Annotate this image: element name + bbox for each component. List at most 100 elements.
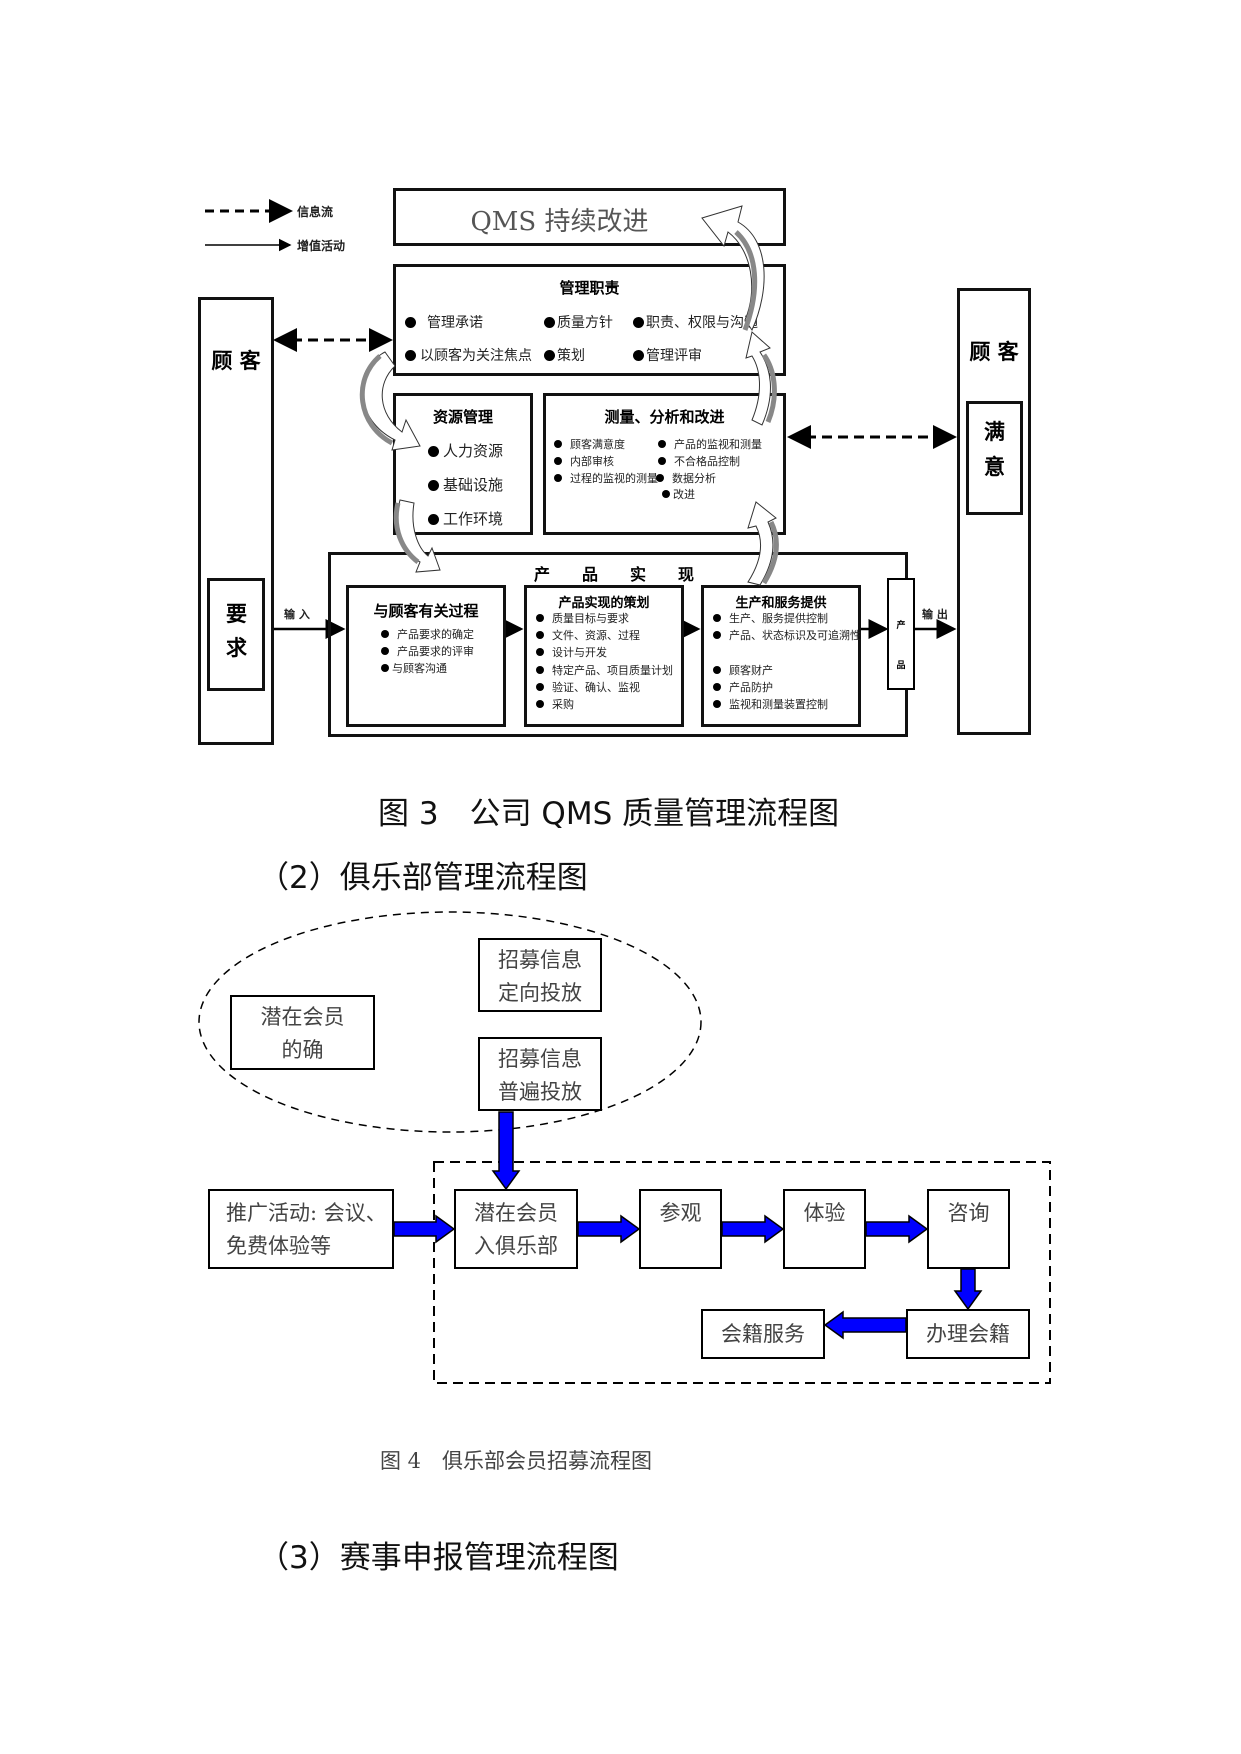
production-item: 监视和测量装置控制 [713, 696, 828, 712]
management-item: 管理评审 [633, 345, 702, 365]
curved-arrow-icon [701, 205, 765, 332]
potential-member-identify-box: 潜在会员 的确 [230, 995, 375, 1070]
bullet-icon [658, 457, 666, 465]
management-title: 管理职责 [559, 279, 620, 297]
customer-right-box: 顾 客 满意 [957, 288, 1031, 735]
production-item: 顾客财产 [713, 662, 773, 678]
production-item: 产品、状态标识及可追溯性 [713, 627, 867, 644]
arrow-visit-to-experience [721, 1214, 785, 1244]
measurement-item: 产品的监视和测量 [658, 436, 762, 452]
planning-item: 验证、确认、监视 [536, 679, 640, 695]
bullet-icon [536, 666, 544, 674]
production-box: 生产和服务提供 生产、服务提供控制 产品、状态标识及可追溯性 顾客财产 产品防护… [701, 585, 861, 727]
resource-item: 工作环境 [428, 508, 503, 529]
bullet-icon [428, 446, 439, 457]
bullet-icon [536, 700, 544, 708]
figure-4-caption: 图 4 俱乐部会员招募流程图 [380, 1449, 653, 1473]
curved-arrow-icon [747, 501, 779, 586]
customer-right-label: 顾 客 [969, 339, 1019, 364]
bullet-icon [381, 630, 389, 638]
promotion-box: 推广活动: 会议、 免费体验等 [208, 1189, 394, 1269]
bullet-icon [633, 350, 644, 361]
management-item: 策划 [544, 345, 585, 365]
qms-improvement-title: QMS 持续改进 [470, 207, 649, 237]
bullet-icon [713, 614, 721, 622]
product-realization-title: 产 品 实 现 [533, 565, 702, 584]
measurement-item: 顾客满意度 [554, 436, 625, 452]
input-label: 输 入 [284, 608, 310, 621]
bullet-icon [428, 480, 439, 491]
measurement-item: 过程的监视的测量 [554, 470, 658, 486]
satisfaction-label: 满意 [984, 419, 1005, 479]
resource-management-box: 资源管理 人力资源 基础设施 工作环境 [393, 393, 533, 535]
customer-process-item: 与顾客沟通 [381, 660, 447, 676]
bullet-icon [544, 350, 555, 361]
planning-item: 采购 [536, 696, 574, 712]
curved-arrow-icon [359, 351, 421, 451]
management-item: 质量方针 [544, 312, 613, 332]
satisfaction-box: 满意 [966, 401, 1023, 515]
customer-process-item: 产品要求的确定 [381, 626, 474, 642]
bullet-icon [656, 474, 664, 482]
arrow-register-to-service [823, 1310, 907, 1340]
recruitment-ellipse [198, 911, 702, 1133]
measurement-item: 不合格品控制 [658, 453, 740, 469]
production-item: 生产、服务提供控制 [713, 610, 828, 626]
bullet-icon [536, 648, 544, 656]
bullet-icon [381, 664, 389, 672]
bullet-icon [662, 490, 670, 498]
join-club-box: 潜在会员 入俱乐部 [454, 1189, 578, 1269]
bullet-icon [713, 700, 721, 708]
bullet-icon [713, 683, 721, 691]
customer-left-label: 顾 客 [211, 348, 261, 373]
planning-item: 文件、资源、过程 [536, 627, 640, 643]
section-heading-3: （3）赛事申报管理流程图 [258, 1540, 619, 1576]
measurement-title: 测量、分析和改进 [604, 408, 725, 426]
customer-process-title: 与顾客有关过程 [373, 602, 479, 620]
measurement-box: 测量、分析和改进 顾客满意度 产品的监视和测量 内部审核 不合格品控制 过程的监… [543, 393, 786, 535]
arrow-experience-to-consult [865, 1214, 929, 1244]
bullet-icon [554, 440, 562, 448]
arrow-recruit-to-join [491, 1111, 521, 1191]
legend-value-activity-label: 增值活动 [297, 239, 346, 253]
customer-process-item: 产品要求的评审 [381, 643, 474, 659]
bullet-icon [633, 317, 644, 328]
requirement-box: 要求 [207, 578, 265, 691]
club-process-dashed-frame [433, 1161, 1051, 1384]
bullet-icon [658, 440, 666, 448]
arrow-consult-to-register [953, 1268, 983, 1311]
planning-box: 产品实现的策划 质量目标与要求 文件、资源、过程 设计与开发 特定产品、项目质量… [524, 585, 684, 727]
figure-3-connectors [205, 199, 957, 639]
arrow-promotion-to-join [393, 1214, 456, 1244]
production-item: 产品防护 [713, 679, 773, 695]
measurement-item: 内部审核 [554, 453, 614, 469]
management-item: 职责、权限与沟通 [633, 312, 758, 332]
register-membership-box: 办理会籍 [906, 1309, 1030, 1359]
resource-item: 人力资源 [428, 440, 503, 461]
legend-info-flow-label: 信息流 [297, 205, 334, 219]
planning-title: 产品实现的策划 [558, 596, 650, 611]
bullet-icon [713, 631, 721, 639]
bullet-icon [405, 350, 416, 361]
measurement-item: 改进 [662, 486, 695, 502]
bullet-icon [536, 631, 544, 639]
bullet-icon [554, 457, 562, 465]
measurement-item: 数据分析 [656, 470, 716, 486]
management-item: 以顾客为关注焦点 [405, 345, 532, 365]
planning-item: 设计与开发 [536, 644, 607, 660]
bullet-icon [713, 666, 721, 674]
curved-arrow-icon [393, 499, 441, 573]
visit-box: 参观 [639, 1189, 722, 1269]
bullet-icon [544, 317, 555, 328]
improvement-arrows [359, 205, 779, 586]
experience-box: 体验 [783, 1189, 866, 1269]
recruit-general-box: 招募信息 普遍投放 [478, 1037, 602, 1111]
section-heading-2: （2）俱乐部管理流程图 [258, 860, 588, 896]
bullet-icon [405, 317, 416, 328]
management-box: 管理职责 管理承诺 质量方针 职责、权限与沟通 以顾客为关注焦点 策划 管理评审 [393, 264, 786, 376]
resource-management-title: 资源管理 [432, 408, 493, 426]
bullet-icon [536, 683, 544, 691]
bullet-icon [554, 474, 562, 482]
